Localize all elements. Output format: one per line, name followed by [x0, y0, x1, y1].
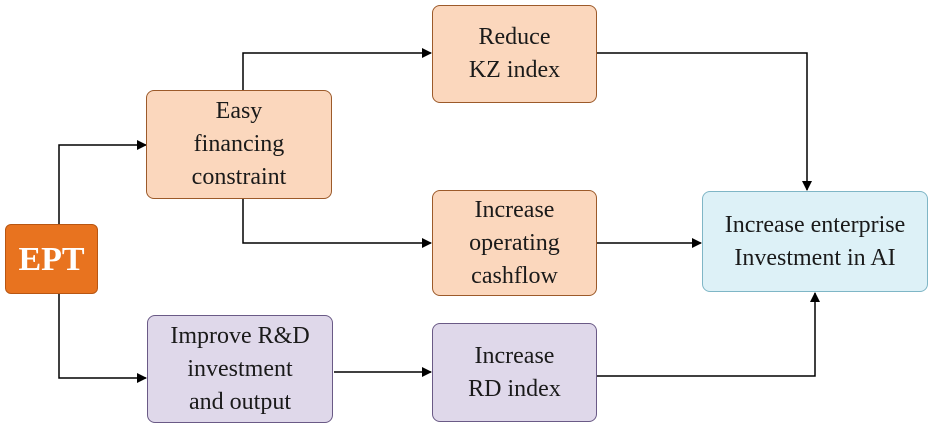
ept-label: EPT: [18, 240, 85, 278]
improve-rd-node: Improve R&D investment and output: [147, 315, 333, 423]
arrow-financing-to-kz: [242, 48, 432, 90]
increase-investment-ai-label: Increase enterprise Investment in AI: [724, 211, 906, 271]
arrow-ept-to-financing: [58, 140, 147, 224]
easy-financing-node: Easy financing constraint: [146, 90, 332, 199]
increase-cashflow-label: Increase operating cashflow: [469, 196, 560, 289]
increase-investment-ai-node: Increase enterprise Investment in AI: [702, 191, 928, 292]
arrow-financing-to-cashflow: [242, 199, 432, 248]
arrow-kz-to-ai: [597, 52, 812, 191]
increase-rd-index-node: Increase RD index: [432, 323, 597, 422]
increase-rd-index-label: Increase RD index: [468, 342, 561, 402]
arrow-ept-to-rd: [58, 293, 147, 383]
reduce-kz-node: Reduce KZ index: [432, 5, 597, 103]
reduce-kz-label: Reduce KZ index: [468, 24, 561, 83]
arrow-rdindex-to-ai: [597, 292, 820, 377]
increase-cashflow-node: Increase operating cashflow: [432, 190, 597, 296]
easy-financing-label: Easy financing constraint: [191, 98, 287, 190]
improve-rd-label: Improve R&D investment and output: [170, 322, 310, 415]
ept-node: EPT: [5, 224, 98, 294]
